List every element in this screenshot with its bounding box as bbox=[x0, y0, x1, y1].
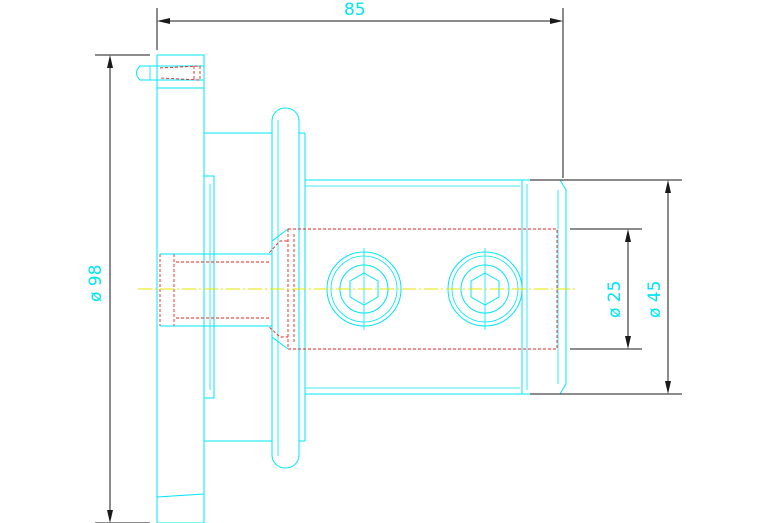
dimension-bore-diameter-label: ø 25 bbox=[605, 281, 625, 318]
shaft-stub bbox=[160, 228, 289, 350]
dimension-flange-diameter bbox=[95, 54, 150, 523]
collar-ring bbox=[271, 107, 305, 469]
dimension-bore-diameter bbox=[570, 228, 642, 350]
hub bbox=[204, 132, 272, 442]
dowel-pin bbox=[136, 65, 205, 81]
dimension-flange-diameter-label: ø 98 bbox=[86, 265, 106, 302]
dimension-length bbox=[156, 8, 564, 178]
dimension-body-diameter-label: ø 45 bbox=[645, 281, 665, 318]
dimension-length-label: 85 bbox=[344, 0, 366, 20]
flange bbox=[156, 54, 215, 523]
dimension-body-diameter bbox=[530, 179, 682, 395]
body bbox=[304, 133, 567, 441]
